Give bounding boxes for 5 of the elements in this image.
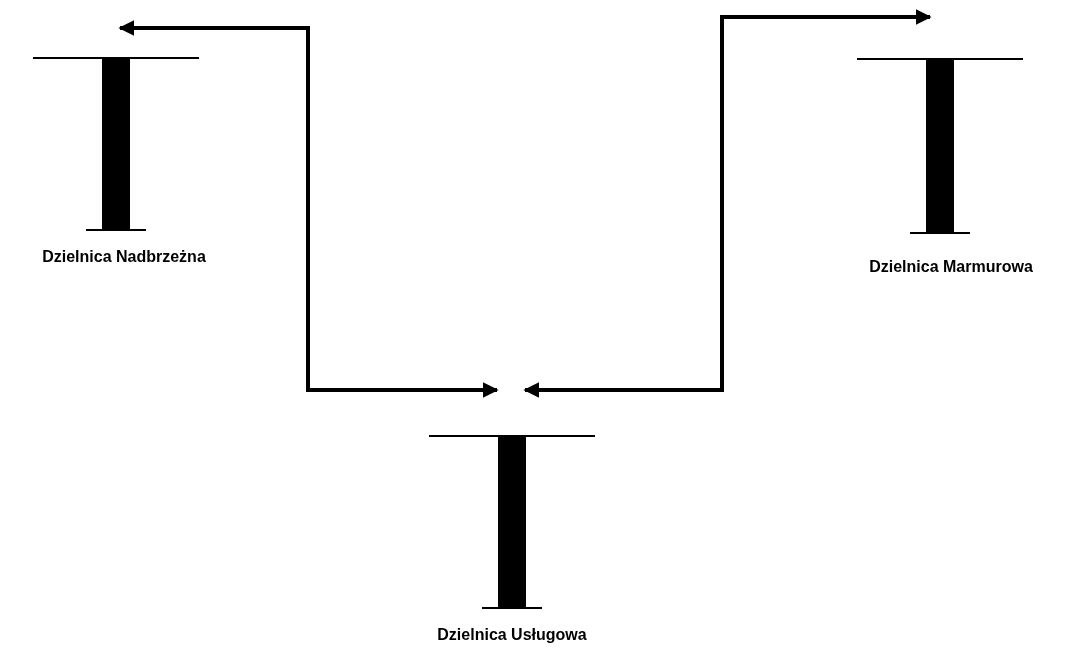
arrow — [523, 9, 932, 398]
district-label: Dzielnica Marmurowa — [868, 258, 1034, 276]
arrow — [118, 20, 499, 398]
district-label: Dzielnica Nadbrzeżna — [41, 248, 207, 266]
district-label: Dzielnica Usługowa — [436, 626, 588, 644]
